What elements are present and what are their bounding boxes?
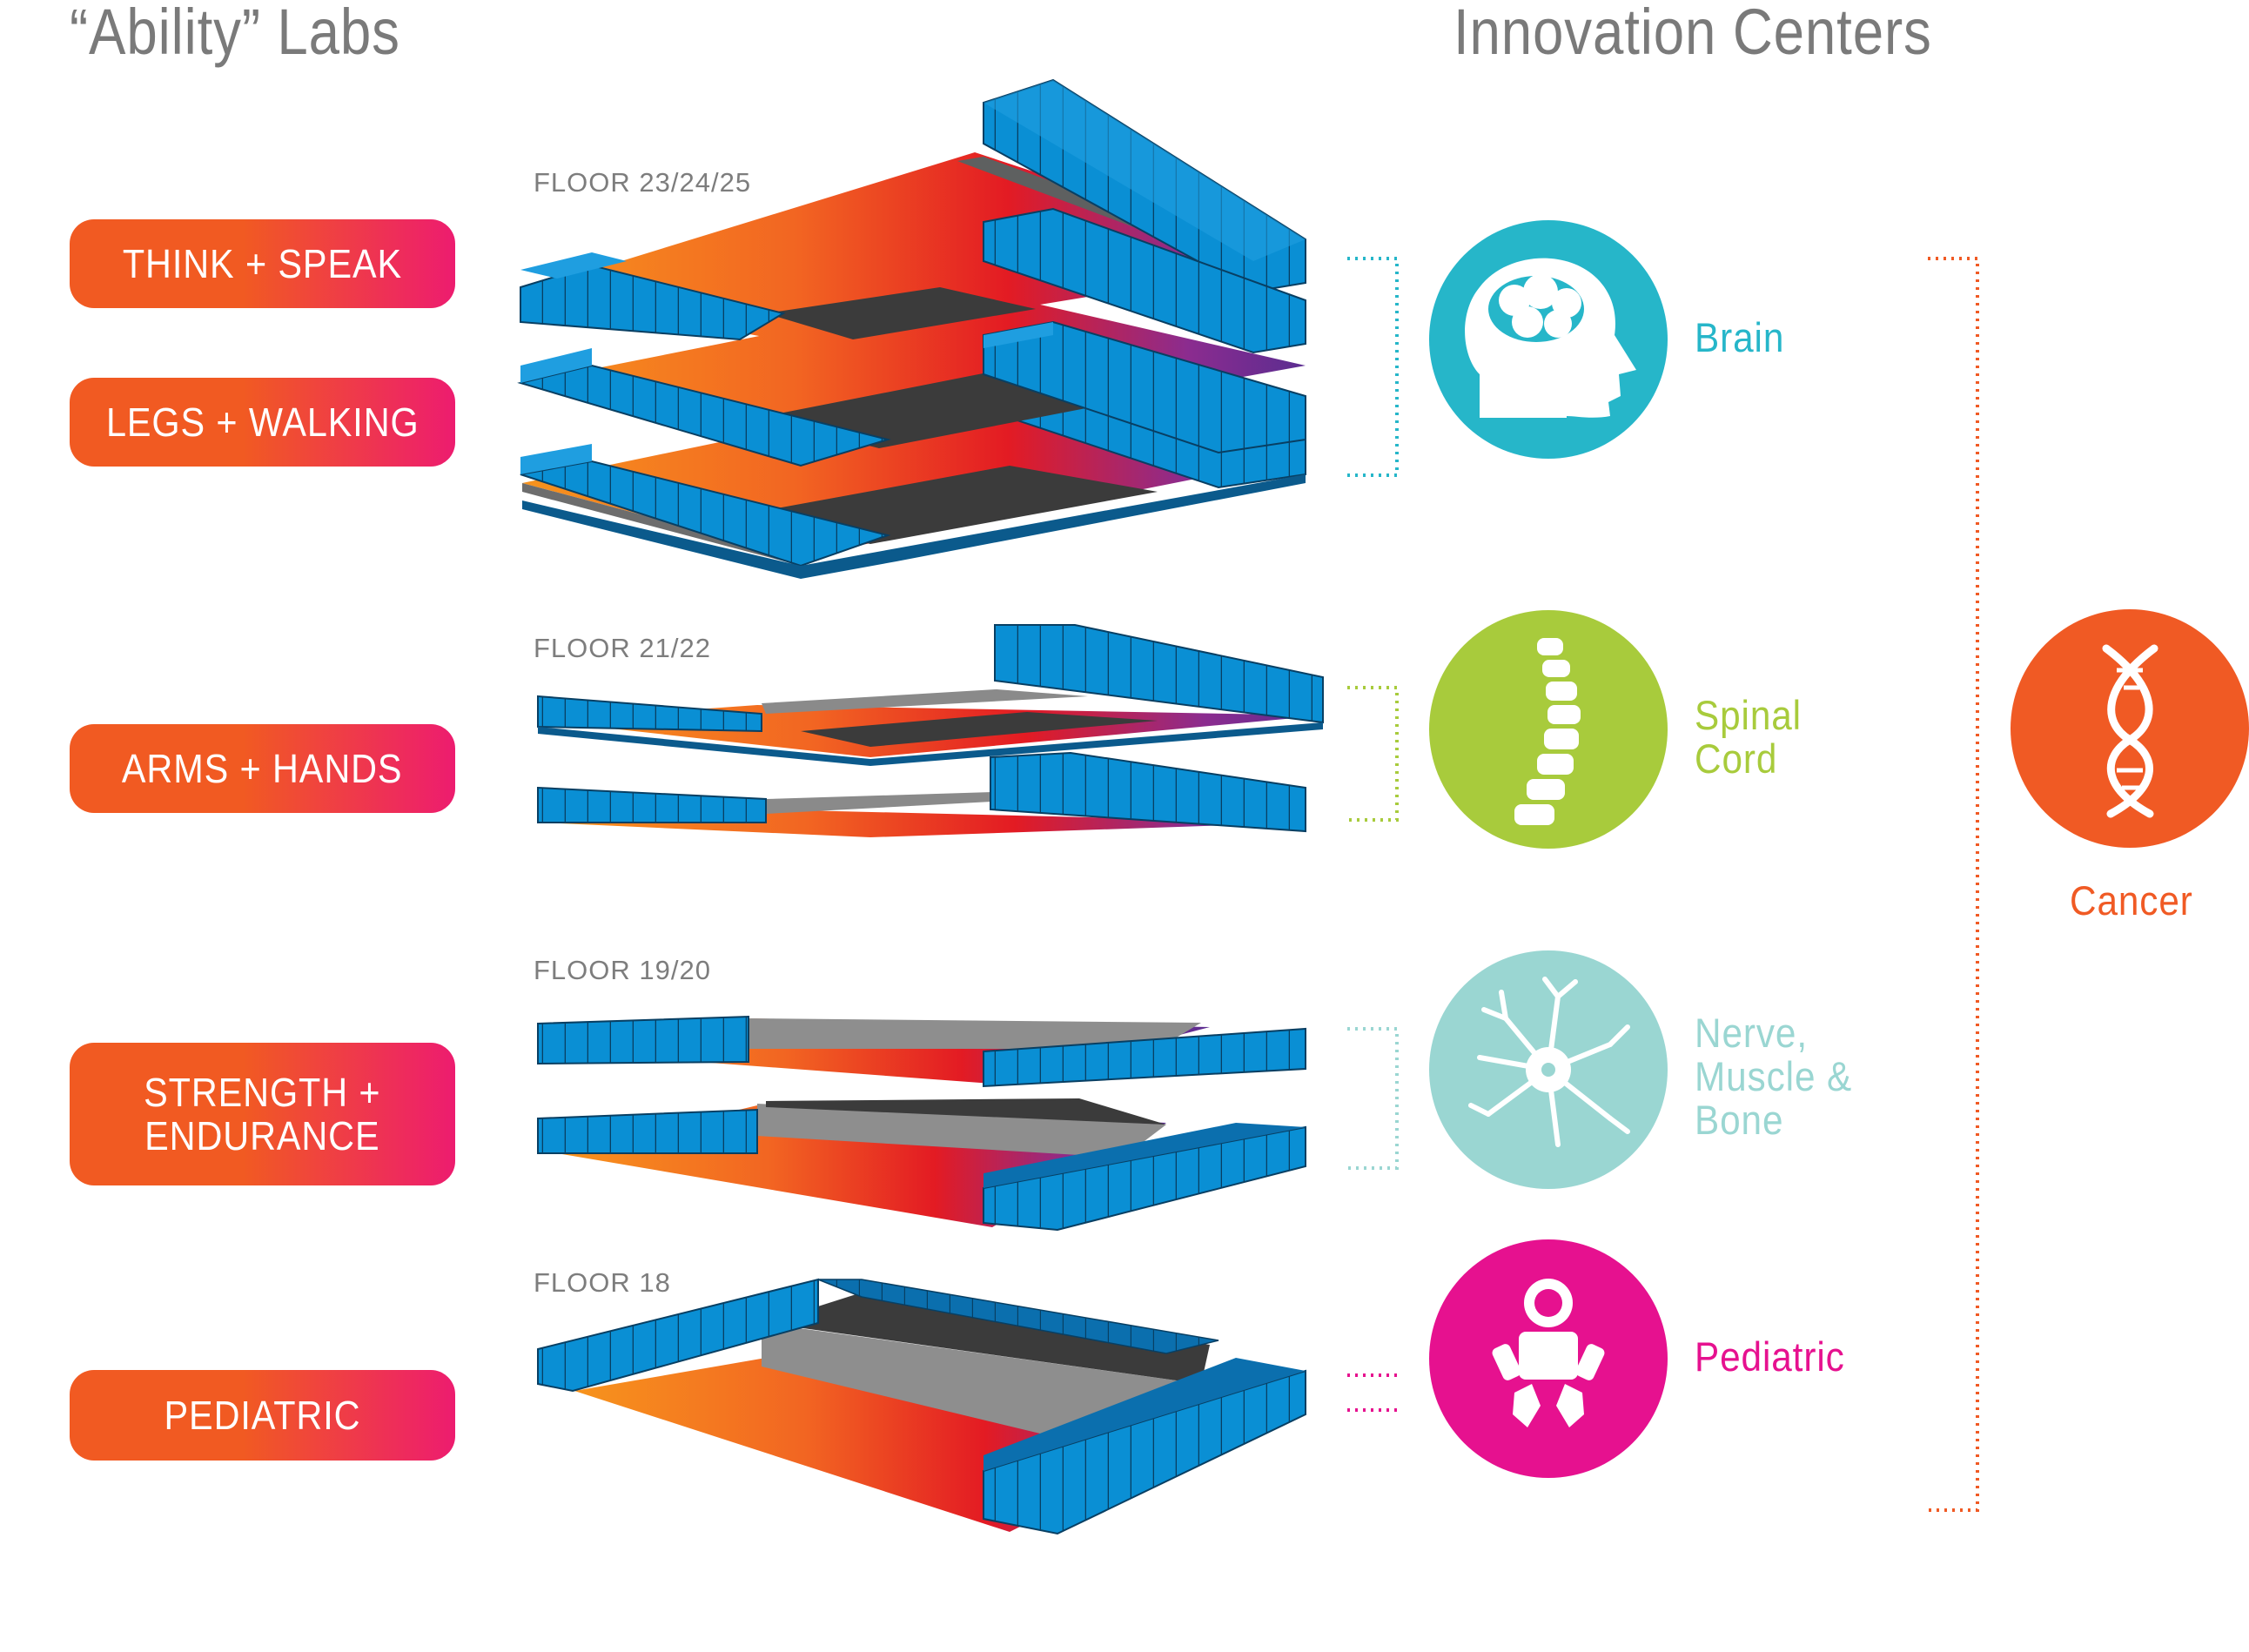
center-label-spinal-cord: Spinal Cord — [1695, 692, 1802, 782]
block-row-20-left — [537, 1015, 749, 1065]
block-row-25-right-top — [984, 80, 1306, 261]
lab-pediatric: PEDIATRIC — [70, 1370, 455, 1461]
block-row-25-left-top — [520, 252, 627, 279]
lab-label: STRENGTH + ENDURANCE — [144, 1070, 381, 1158]
center-label-nerve-muscle-bone: Nerve, Muscle & Bone — [1695, 1010, 1853, 1143]
block-row-21-right — [990, 751, 1306, 833]
lab-strength-endurance: STRENGTH + ENDURANCE — [70, 1043, 455, 1185]
lab-label: LEGS + WALKING — [105, 400, 420, 445]
center-label-cancer: Cancer — [2070, 877, 2193, 923]
baby-icon — [1492, 1279, 1605, 1427]
lab-arms-hands: ARMS + HANDS — [70, 724, 455, 813]
block-row-18-left — [537, 1278, 819, 1393]
lab-legs-walking: LEGS + WALKING — [70, 378, 455, 467]
block-row-19-left — [537, 1108, 758, 1154]
ability-labs-heading: “Ability” Labs — [70, 0, 400, 68]
slab-floor-22-dark — [801, 712, 1158, 747]
block-row-22-bottom — [538, 722, 1323, 766]
nerve-center-icon — [1429, 950, 1668, 1189]
floor-18-slab — [537, 1278, 1306, 1535]
block-row-18-back — [817, 1279, 1219, 1354]
bracket-pediatric — [1347, 1373, 1397, 1412]
slab-floor-22-gray — [762, 689, 1088, 714]
block-row-23-bottom — [522, 474, 1306, 579]
dna-icon — [2102, 644, 2158, 818]
floor-label-23-25: FLOOR 23/24/25 — [534, 167, 752, 198]
slab-floor-19-dark — [766, 1098, 1166, 1125]
block-row-22-left — [537, 695, 762, 733]
block-row-23-left — [520, 460, 891, 567]
slab-floor-20-gray — [749, 1018, 1201, 1049]
slab-floor-18-dark — [766, 1293, 1210, 1384]
block-row-21-left — [537, 786, 767, 823]
bracket-cancer — [1928, 257, 1979, 1512]
lab-label: PEDIATRIC — [164, 1393, 361, 1438]
lab-think-speak: THINK + SPEAK — [70, 219, 455, 308]
slab-floor-19-gray — [757, 1104, 1166, 1158]
center-label-brain: Brain — [1695, 314, 1785, 360]
slab-floor-23-rim — [522, 483, 801, 566]
block-row-19-right-top — [984, 1123, 1306, 1188]
floor-21-22-stack — [537, 624, 1324, 837]
spine-icon — [1514, 638, 1581, 825]
lab-label: THINK + SPEAK — [122, 241, 403, 286]
floor-19-20-stack — [537, 1015, 1306, 1232]
block-row-25-mid — [983, 207, 1306, 354]
cancer-center-icon — [2011, 609, 2249, 848]
pediatric-center-icon — [1429, 1239, 1668, 1478]
slab-floor-23-dark — [749, 466, 1158, 544]
spinal-cord-center-icon — [1429, 610, 1668, 849]
slab-floor-25-dark — [766, 287, 1036, 339]
brain-center-icon — [1429, 220, 1668, 459]
bracket-brain — [1347, 257, 1399, 477]
floor-label-18: FLOOR 18 — [534, 1267, 671, 1298]
block-row-24-right-top — [984, 322, 1053, 348]
block-row-20-right — [983, 1027, 1306, 1088]
block-row-18-right-top — [984, 1358, 1306, 1471]
block-row-24-left-top — [520, 348, 592, 383]
floor-label-19-20: FLOOR 19/20 — [534, 955, 711, 985]
floor-23-25-stack — [517, 78, 1306, 579]
bracket-nerve-muscle-bone — [1347, 1027, 1399, 1170]
floor-label-21-22: FLOOR 21/22 — [534, 633, 711, 663]
block-row-22-right — [994, 624, 1324, 724]
center-label-pediatric: Pediatric — [1695, 1333, 1845, 1380]
innovation-centers-heading: Innovation Centers — [1453, 0, 1932, 68]
bracket-spinal-cord — [1347, 686, 1399, 822]
block-row-23-left-top — [520, 444, 592, 474]
lab-label: ARMS + HANDS — [122, 746, 403, 791]
